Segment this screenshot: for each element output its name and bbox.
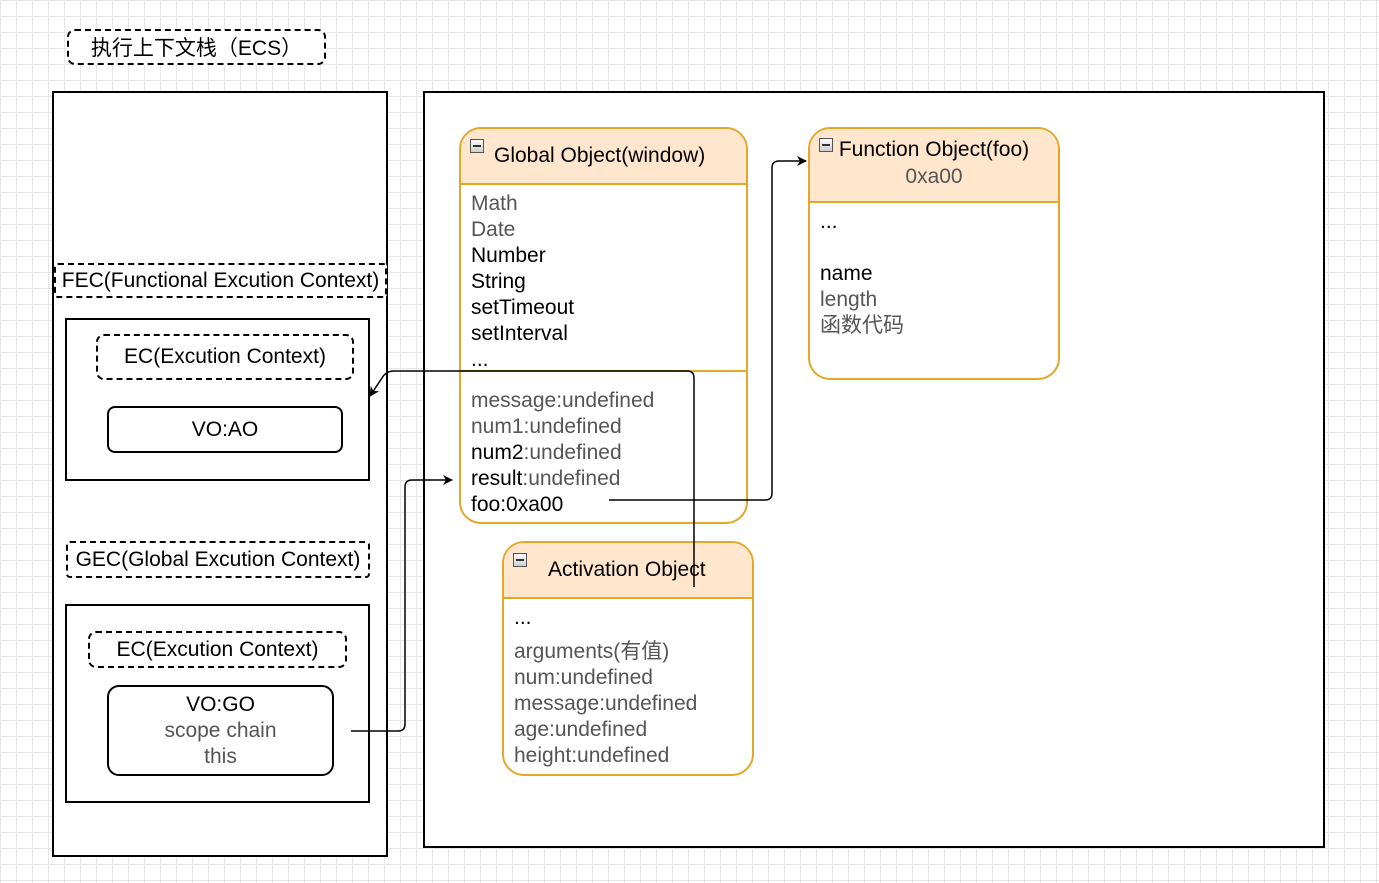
activation-object-box[interactable]: Activation Object ... arguments(有值) num:…	[502, 541, 754, 776]
ecs-title: 执行上下文栈（ECS）	[90, 37, 303, 60]
ecs-title-box[interactable]: 执行上下文栈（ECS）	[67, 29, 326, 65]
function-object-box[interactable]: Function Object(foo) 0xa00 ... name leng…	[808, 127, 1060, 380]
gec-ec-label: EC(Excution Context)	[116, 637, 319, 661]
function-object-title: Function Object(foo)	[838, 138, 1030, 161]
ao-line: num:undefined	[514, 666, 653, 689]
var-item: result:undefined	[471, 467, 621, 490]
var-item: message:undefined	[471, 389, 655, 412]
fec-label: FEC(Functional Excution Context)	[61, 268, 380, 292]
fec-ec-label: EC(Excution Context)	[124, 345, 326, 368]
var-item: foo:0xa00	[471, 493, 564, 516]
prop-item: setTimeout	[471, 296, 575, 319]
activation-object-header[interactable]: Activation Object	[504, 543, 752, 599]
arrow-foo-to-function-object[interactable]	[609, 156, 807, 501]
function-object-header[interactable]: Function Object(foo) 0xa00	[810, 129, 1058, 203]
fec-vo-label: VO:AO	[191, 417, 259, 441]
gec-label-box[interactable]: GEC(Global Excution Context)	[66, 541, 370, 578]
ao-line: ...	[514, 606, 532, 629]
collapse-icon[interactable]	[513, 553, 527, 567]
global-object-props: Math Date Number String setTimeout setIn…	[471, 191, 574, 373]
prop-item: Math	[471, 192, 518, 215]
function-object-address: 0xa00	[905, 165, 963, 188]
ao-line: message:undefined	[514, 692, 698, 715]
collapse-icon[interactable]	[470, 139, 484, 153]
var-item: num1:undefined	[471, 415, 622, 438]
fo-line: ...	[820, 210, 838, 233]
fec-label-box[interactable]: FEC(Functional Excution Context)	[54, 263, 387, 298]
fo-line: name	[820, 262, 873, 285]
function-object-lines: ... name length 函数代码	[820, 209, 904, 339]
prop-item: ...	[471, 348, 489, 371]
arrow-ao-to-fec-ec[interactable]	[369, 370, 695, 587]
gec-label: GEC(Global Excution Context)	[75, 547, 361, 571]
prop-item: String	[471, 270, 526, 293]
prop-item: Number	[471, 244, 546, 267]
prop-item: Date	[471, 218, 516, 241]
fec-ec-label-box[interactable]: EC(Excution Context)	[96, 334, 354, 380]
gec-vo-line1: VO:GO	[186, 693, 255, 716]
arrow-go-to-global-object[interactable]	[351, 475, 453, 732]
ao-line: age:undefined	[514, 718, 648, 741]
gec-vo-box[interactable]: VO:GO scope chain this	[107, 685, 334, 776]
global-object-vars: message:undefined num1:undefined num2:un…	[471, 388, 654, 518]
gec-vo-line3: this	[204, 745, 237, 768]
fo-line: length	[820, 288, 878, 311]
ao-line: arguments(有值)	[514, 640, 670, 663]
collapse-icon[interactable]	[819, 138, 833, 152]
global-object-box[interactable]: Global Object(window) Math Date Number S…	[459, 127, 748, 524]
prop-item: setInterval	[471, 322, 568, 345]
var-item: num2:undefined	[471, 441, 622, 464]
activation-object-lines: ... arguments(有值) num:undefined message:…	[514, 605, 697, 769]
fo-line: 函数代码	[820, 314, 904, 337]
gec-vo-line2: scope chain	[164, 719, 277, 742]
global-object-header[interactable]: Global Object(window)	[461, 129, 746, 185]
global-object-title: Global Object(window)	[494, 144, 706, 167]
activation-object-title: Activation Object	[548, 558, 706, 581]
fec-vo-box[interactable]: VO:AO	[107, 406, 343, 453]
gec-ec-label-box[interactable]: EC(Excution Context)	[88, 631, 347, 668]
ao-line: height:undefined	[514, 744, 670, 767]
